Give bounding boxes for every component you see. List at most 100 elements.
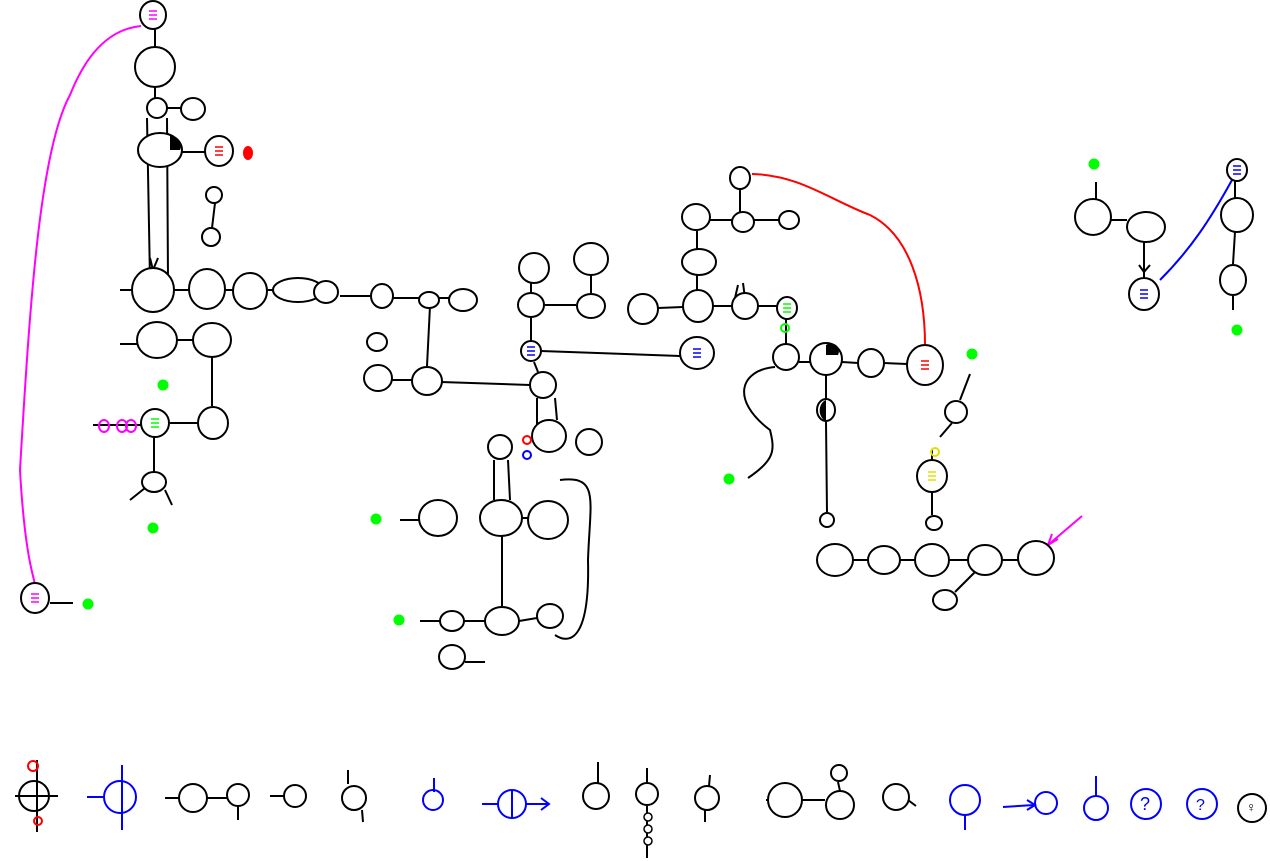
red-ring-icon <box>27 760 39 772</box>
node-blob <box>136 321 178 359</box>
node-blob <box>141 471 167 493</box>
green-dot-icon <box>82 598 94 610</box>
node-blob <box>967 544 1003 576</box>
node-blob <box>729 166 751 190</box>
legend-stroke <box>837 781 841 792</box>
edge <box>959 373 971 401</box>
red-dot-icon <box>243 146 253 160</box>
green-dot-icon <box>1088 158 1100 170</box>
node-blob <box>681 248 717 276</box>
legend-glyph <box>767 782 803 818</box>
node-blob <box>932 589 958 611</box>
blue-connector <box>1159 179 1233 281</box>
green-ring-icon <box>780 323 790 333</box>
node-blob <box>627 293 659 325</box>
yellow-ring-icon <box>930 447 940 457</box>
legend-question-2: ? <box>1196 797 1205 814</box>
legend-female-symbol: ♀ <box>1246 799 1257 815</box>
green-dot-icon <box>370 513 382 525</box>
node-blob <box>731 292 759 320</box>
chain-ring-icon <box>643 812 653 822</box>
legend-stroke <box>361 809 364 823</box>
edge <box>211 202 216 229</box>
node-blob <box>527 500 569 540</box>
edge <box>518 617 538 622</box>
magenta-ring-icon <box>125 419 137 433</box>
legend-glyph <box>635 782 659 806</box>
red-ring-icon <box>522 435 532 445</box>
node-blob <box>517 292 545 318</box>
edge <box>540 350 681 357</box>
node-blob <box>573 242 609 276</box>
red-ring-icon <box>33 816 43 826</box>
edge <box>954 571 976 593</box>
node-blob <box>131 267 175 313</box>
node-blob <box>816 543 854 577</box>
node-blob <box>681 203 711 231</box>
node-blob <box>146 97 168 119</box>
legend-glyph <box>949 784 981 816</box>
node-blob <box>418 291 440 309</box>
node-blob <box>576 293 606 319</box>
node-blob <box>197 406 229 440</box>
node-blob <box>484 606 520 636</box>
legend-glyph <box>830 764 848 782</box>
magenta-arrow-icon <box>1047 515 1083 546</box>
half-filled-icon <box>826 343 839 355</box>
edge <box>825 421 828 513</box>
legend-glyph <box>422 789 444 811</box>
node-blob <box>529 371 557 399</box>
node-blob <box>439 610 465 632</box>
edge <box>554 397 558 421</box>
legend-glyph <box>1130 788 1162 820</box>
node-blob <box>682 289 714 323</box>
node-blob <box>857 348 885 378</box>
legend-glyph <box>694 785 720 811</box>
node-blob <box>438 644 466 670</box>
node-blob <box>180 97 206 121</box>
legend-stroke <box>708 774 711 787</box>
arrow-icon <box>1138 264 1151 274</box>
legend-stroke <box>1002 804 1035 808</box>
node-blob <box>479 499 523 537</box>
edge <box>883 362 908 365</box>
node-blob <box>531 419 567 453</box>
chain-ring-icon <box>643 836 653 846</box>
edge <box>426 305 431 367</box>
legend-glyph <box>103 780 137 814</box>
half-filled-icon <box>170 135 181 150</box>
green-dots <box>82 158 1243 626</box>
magenta-connector <box>18 25 142 586</box>
node-blob <box>914 543 950 577</box>
half-filled-icon <box>819 400 826 421</box>
node-blob <box>925 515 943 531</box>
legend-glyph <box>1237 793 1267 823</box>
node-blob <box>201 227 221 247</box>
node-blob <box>518 252 550 284</box>
green-dot-icon <box>966 348 978 360</box>
legend-glyph <box>178 783 208 813</box>
green-dot-icon <box>393 614 405 626</box>
edge <box>939 422 953 438</box>
legend-stroke <box>907 799 917 807</box>
edge <box>533 361 539 373</box>
blue-ring-icon <box>522 450 532 460</box>
node-blob <box>819 512 835 528</box>
edge-loop <box>554 478 592 640</box>
chain-ring-icon <box>643 824 653 834</box>
legend-glyph <box>1186 788 1218 820</box>
legend-glyph <box>882 783 910 811</box>
green-dot-icon <box>723 473 735 485</box>
magenta-ring-icon <box>98 419 110 433</box>
edge <box>129 487 146 501</box>
edge <box>507 459 511 501</box>
node-blob <box>418 499 458 537</box>
node-blob <box>411 366 443 396</box>
node-blob <box>778 210 800 230</box>
node-blob <box>366 332 388 352</box>
node-blob <box>1220 197 1254 233</box>
node-blob <box>232 272 268 310</box>
node-blob <box>1126 211 1166 243</box>
red-connector <box>751 173 926 346</box>
